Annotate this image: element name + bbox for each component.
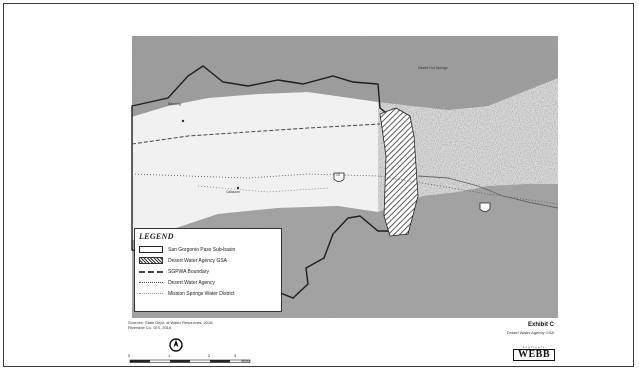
place-label: Desert Hot Springs [418,66,448,70]
legend-label: SGPWA Boundary [168,268,209,275]
place-label: Cabazon [226,190,241,194]
exhibit-block: Exhibit C Desert Water Agency GSA [507,322,554,335]
place-label: Banning [168,102,181,106]
source-note: Sources: State Dept. of Water Resources,… [128,320,213,330]
legend-swatch [139,270,163,273]
legend-item-dwa: Desert Water Agency [139,277,277,288]
legend-label: Mission Springs Water District [168,290,235,297]
exhibit-subtitle: Desert Water Agency GSA [506,330,554,335]
north-arrow-icon [169,338,183,352]
legend-label: San Gorgonio Pass Sub-basin [168,246,236,253]
source-line: Riverside Co. GIS, 2016 [128,325,172,330]
legend-item-dwa-gsa: Desert Water Agency GSA [139,255,277,266]
agency-line [131,173,558,205]
legend-swatch [139,257,163,264]
legend-swatch [139,282,163,283]
scale-unit: Miles [241,358,251,363]
legend-title: LEGEND [139,232,174,241]
highway-shield-label: 10 [336,173,340,177]
legend-swatch [139,246,163,253]
highway-shield-icon [333,172,345,182]
highway-line [417,175,558,209]
map-legend: LEGEND San Gorgonio Pass Sub-basin Deser… [134,228,282,312]
scale-tick: 1 [168,353,171,358]
logo-tagline: engineers [522,345,546,349]
legend-label: Desert Water Agency [168,279,216,286]
source-line: Sources: State Dept. of Water Resources,… [128,320,214,325]
exhibit-title: Exhibit C [527,322,554,328]
legend-item-sgpwa: SGPWA Boundary [139,266,277,277]
sgpwa-boundary [131,123,381,145]
legend-swatch [139,293,163,294]
scale-tick: 0 [128,353,131,358]
map-area: LEGEND San Gorgonio Pass Sub-basin Deser… [128,36,558,318]
logo-name: WEBB [513,349,555,361]
place-dot [236,186,240,190]
highway-shield-icon [479,202,491,212]
scale-tick: 2 [208,353,211,358]
legend-item-sub-basin: San Gorgonio Pass Sub-basin [139,244,277,255]
scale-tick: 3 [234,353,237,358]
dwa-gsa-area [379,107,419,237]
legend-item-mission-springs: Mission Springs Water District [139,288,277,299]
place-dot [181,119,185,123]
webb-logo: engineers WEBB [513,345,555,363]
legend-label: Desert Water Agency GSA [168,257,228,264]
scale-bar: 0 1 2 3 Miles [128,352,258,366]
